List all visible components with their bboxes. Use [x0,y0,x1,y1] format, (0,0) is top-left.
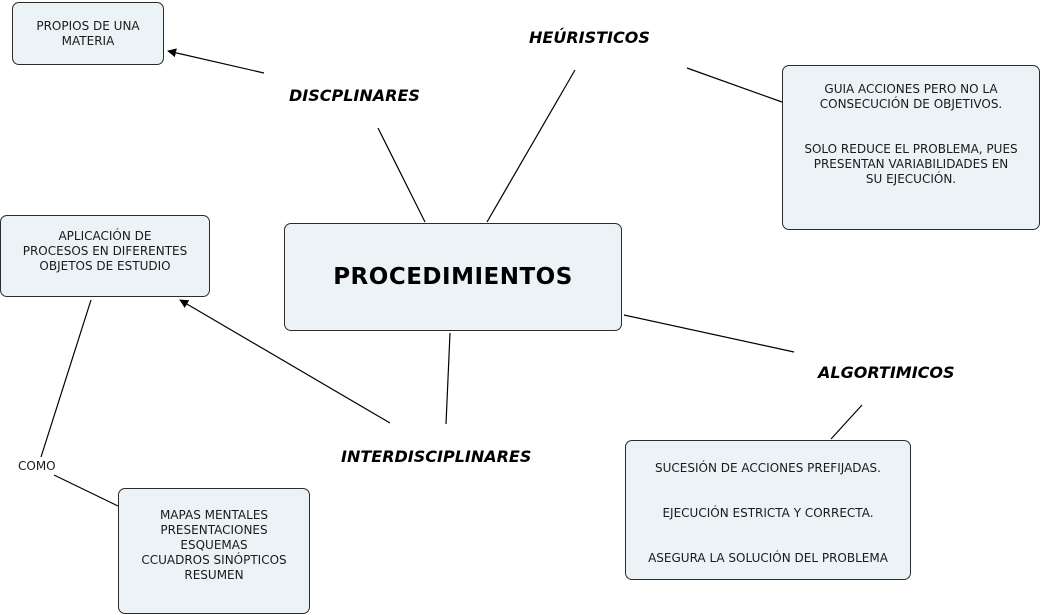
edge-heuristicos-to-main [486,69,576,223]
edge-interdisciplinares-to-aplicacion [179,299,391,424]
edge-disciplinares-to-main [377,127,426,223]
aplicacion-box: APLICACIÓN DE PROCESOS EN DIFERENTES OBJ… [0,215,210,297]
edge-disciplinares-to-propios [167,48,265,74]
label-como: COMO [18,459,56,473]
edge-main-to-algoritmicos [623,314,795,353]
edge-heuristicos-to-desc [686,67,783,103]
label-interdisciplinares: INTERDISCIPLINARES [341,447,532,466]
edge-como-to-herramientas [53,474,119,507]
edge-algoritmicos-to-desc [830,404,863,440]
main-concept-box: PROCEDIMIENTOS [284,223,622,331]
heuristicos-description-box: GUIA ACCIONES PERO NO LA CONSECUCIÓN DE … [782,65,1040,230]
algoritmicos-description-box: SUCESIÓN DE ACCIONES PREFIJADAS. EJECUCI… [625,440,911,580]
edge-aplicacion-to-como [40,299,92,458]
label-disciplinares: DISCPLINARES [289,86,420,105]
label-heuristicos: HEÚRISTICOS [529,28,650,47]
edge-main-to-interdisciplinares [445,332,451,425]
propios-box: PROPIOS DE UNA MATERIA [12,2,164,65]
herramientas-box: MAPAS MENTALES PRESENTACIONES ESQUEMAS C… [118,488,310,614]
label-algoritmicos: ALGORTIMICOS [818,363,955,382]
